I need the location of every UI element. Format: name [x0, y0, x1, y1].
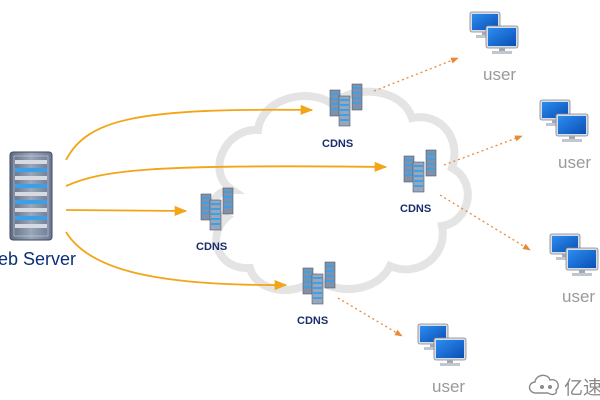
- cdn-node-bottom: CDNS: [297, 261, 336, 327]
- web-server-node: eb Server: [0, 151, 76, 269]
- cdn-label: CDNS: [322, 138, 353, 150]
- arrow-server-to-cdn-bottom: [65, 231, 288, 291]
- cdn-node-top: CDNS: [322, 83, 363, 150]
- arrow-server-to-cdn-top: [65, 104, 314, 161]
- server-arrows: [65, 104, 388, 291]
- user-node-2: user: [539, 99, 591, 172]
- cdn-node-right: CDNS: [400, 149, 437, 215]
- user-label: user: [562, 287, 595, 306]
- server-rack-icon: [9, 151, 53, 241]
- user-arrows: [337, 57, 531, 337]
- arrow-cdn-bottom-to-user: [337, 297, 403, 337]
- cdn-node-left: CDNS: [196, 187, 234, 253]
- cloud-logo-icon: [528, 374, 559, 396]
- desktop-computers-icon: [549, 233, 599, 277]
- user-node-1: user: [469, 11, 519, 84]
- cloud-outline: [209, 87, 472, 295]
- arrow-cdn-top-to-user: [373, 57, 459, 92]
- cdn-label: CDNS: [196, 241, 227, 253]
- cdn-label: CDNS: [297, 315, 328, 327]
- user-label: user: [483, 65, 516, 84]
- arrow-cdn-right-to-user-upper: [443, 135, 523, 166]
- desktop-computers-icon: [469, 11, 519, 55]
- arrow-server-to-cdn-left: [65, 205, 188, 216]
- arrow-server-to-cdn-right: [65, 161, 388, 187]
- web-server-label: eb Server: [0, 249, 76, 269]
- server-cluster-icon: [403, 149, 437, 193]
- server-cluster-icon: [302, 261, 336, 305]
- user-node-4: user: [417, 323, 467, 396]
- server-cluster-icon: [329, 83, 363, 127]
- watermark-text: 亿速: [564, 377, 600, 399]
- user-label: user: [558, 153, 591, 172]
- cdn-label: CDNS: [400, 203, 431, 215]
- desktop-computers-icon: [539, 99, 589, 143]
- user-label: user: [432, 377, 465, 396]
- desktop-computers-icon: [417, 323, 467, 367]
- user-node-3: user: [549, 233, 599, 306]
- watermark: 亿速: [528, 374, 600, 399]
